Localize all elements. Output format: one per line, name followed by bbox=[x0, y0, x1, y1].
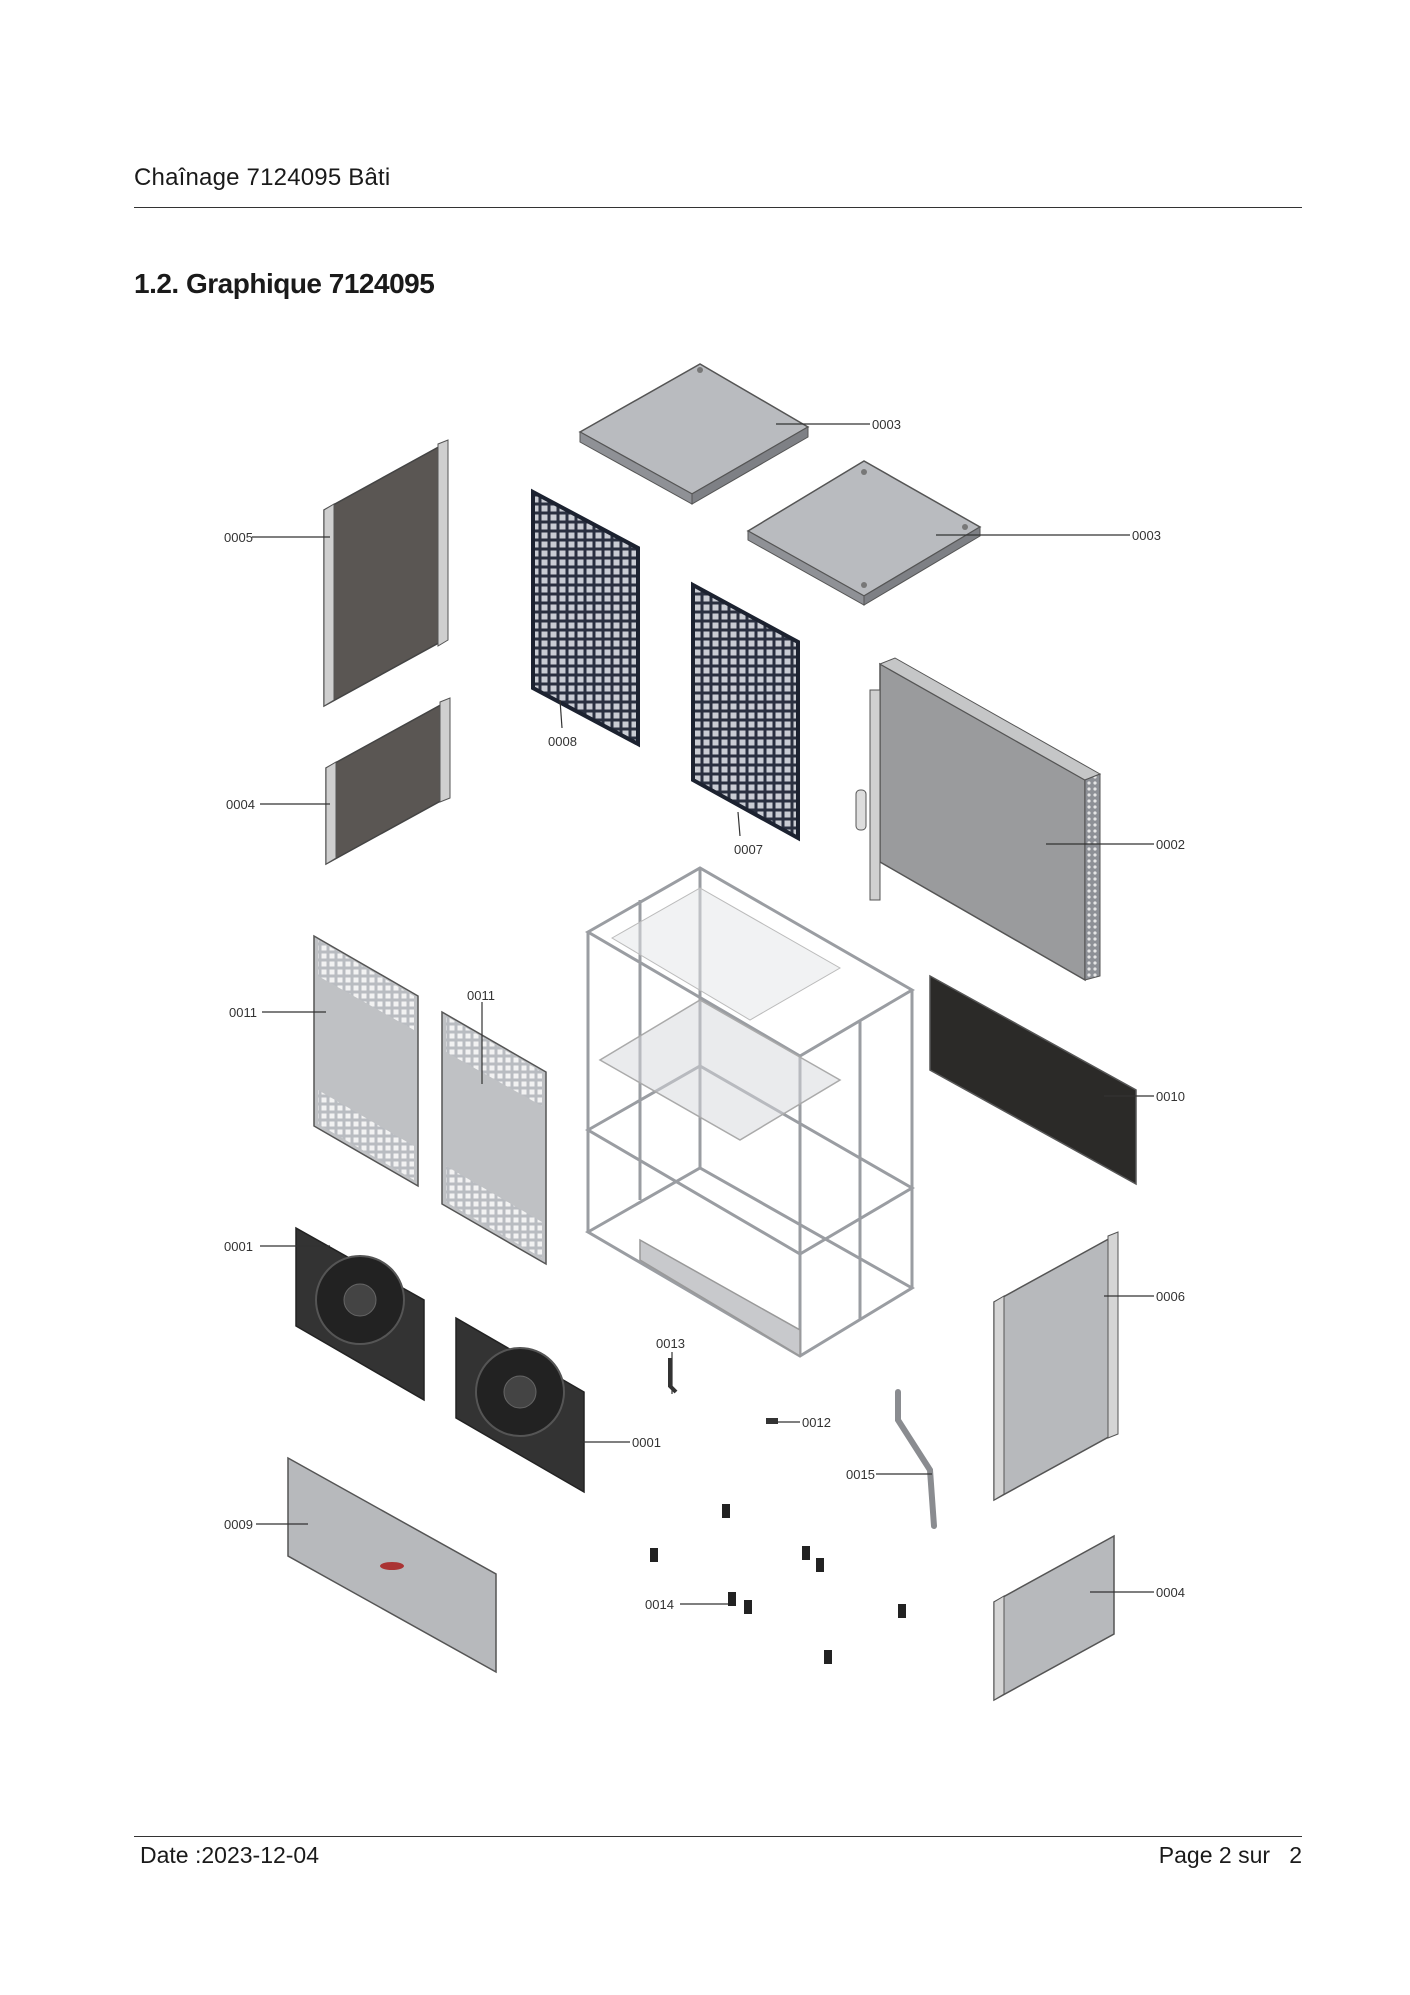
part-small-panel-0004-top bbox=[325, 697, 451, 866]
part-top-cover-2 bbox=[746, 460, 982, 606]
part-grille-0008 bbox=[531, 488, 640, 748]
part-coil-0002 bbox=[855, 657, 1102, 982]
callout-0001-left: 0001 bbox=[224, 1239, 253, 1254]
callout-0010: 0010 bbox=[1156, 1089, 1185, 1104]
part-pipe-0015 bbox=[895, 1389, 937, 1529]
part-dark-panel-0010 bbox=[929, 974, 1137, 1186]
document-header-title: Chaînage 7124095 Bâti bbox=[134, 164, 391, 191]
footer-page-number: Page 2 sur 2 bbox=[1159, 1842, 1302, 1869]
part-bracket-0013 bbox=[668, 1358, 678, 1394]
part-perforated-panel-0011-right bbox=[441, 1010, 547, 1266]
part-top-cover-1 bbox=[578, 363, 810, 505]
callout-0003-b: 0003 bbox=[1132, 528, 1161, 543]
callout-0014: 0014 bbox=[645, 1597, 674, 1612]
part-front-panel-0009 bbox=[287, 1456, 497, 1674]
footer-divider bbox=[134, 1836, 1302, 1837]
callout-0001-right: 0001 bbox=[632, 1435, 661, 1450]
callout-0004-top: 0004 bbox=[226, 797, 255, 812]
part-small-panel-0004-bottom bbox=[993, 1534, 1115, 1702]
callout-0005: 0005 bbox=[224, 530, 253, 545]
callout-0008: 0008 bbox=[548, 734, 577, 749]
callout-0009: 0009 bbox=[224, 1517, 253, 1532]
section-title: 1.2. Graphique 7124095 bbox=[134, 268, 435, 299]
part-side-panel-0006 bbox=[993, 1231, 1119, 1502]
callout-0002: 0002 bbox=[1156, 837, 1185, 852]
callout-0011-right: 0011 bbox=[467, 988, 495, 1003]
part-fan-0001-left bbox=[295, 1226, 425, 1402]
part-grille-0007 bbox=[691, 581, 800, 842]
callout-0003-a: 0003 bbox=[872, 417, 901, 432]
footer-page-label: Page 2 sur bbox=[1158, 1842, 1271, 1868]
part-mounts-0014 bbox=[650, 1504, 906, 1664]
part-fan-0001-right bbox=[455, 1316, 585, 1494]
header-divider bbox=[134, 207, 1302, 208]
part-perforated-panel-0011-left bbox=[313, 934, 419, 1188]
callout-0004-bottom: 0004 bbox=[1156, 1585, 1185, 1600]
callout-0007: 0007 bbox=[734, 842, 763, 857]
callout-0011-left: 0011 bbox=[229, 1005, 257, 1020]
part-screw-0012 bbox=[766, 1418, 778, 1424]
footer-page-total: 2 bbox=[1289, 1842, 1302, 1868]
leader-lines bbox=[252, 423, 1154, 1605]
callout-0012: 0012 bbox=[802, 1415, 831, 1430]
callout-0006: 0006 bbox=[1156, 1289, 1185, 1304]
footer-date: Date :2023-12-04 bbox=[140, 1842, 320, 1868]
part-side-panel-0005 bbox=[323, 439, 449, 708]
part-main-frame bbox=[585, 866, 915, 1358]
callout-0013: 0013 bbox=[656, 1336, 685, 1351]
callout-0015: 0015 bbox=[846, 1467, 875, 1482]
